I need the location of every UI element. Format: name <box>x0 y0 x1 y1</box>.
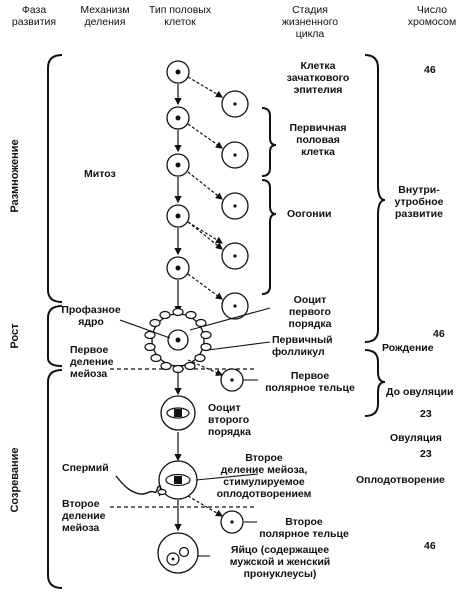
life-fertilization: Оплодотворение <box>356 474 445 486</box>
cell-egg <box>157 532 199 574</box>
bracket-oogonia <box>261 179 277 295</box>
stage-primary-germ-cell: Первичная половая клетка <box>289 122 347 158</box>
life-ovulation: Овуляция <box>390 432 442 444</box>
stage-primary-oocyte: Ооцит первого порядка <box>288 294 332 330</box>
bracket-before-ovulation <box>364 349 386 417</box>
life-before-ovulation: До овуляции <box>386 386 454 398</box>
bracket-intrauterine <box>364 54 386 343</box>
stage-germinal-epithelium: Клетка зачаткового эпителия <box>286 60 350 96</box>
bracket-growth <box>47 305 63 367</box>
bracket-primary-germ <box>261 107 277 177</box>
stage-second-polar-body: Второе полярное тельце <box>259 516 349 540</box>
life-intrauterine: Внутри- утробное развитие <box>394 184 444 220</box>
chromosome-count-4: 23 <box>420 448 432 460</box>
phase-maturation: Созревание <box>9 447 21 513</box>
header-chromosomes: Число хромосом <box>407 4 457 28</box>
mechanism-sperm: Спермий <box>62 462 109 474</box>
mechanism-second-meiosis: Второе деление мейоза <box>62 498 106 534</box>
chromosome-count-2: 46 <box>433 328 445 340</box>
header-mechanism: Механизм деления <box>80 4 130 28</box>
stage-secondary-oocyte: Ооцит второго порядка <box>208 402 251 438</box>
life-birth: Рождение <box>382 342 434 354</box>
phase-growth: Рост <box>9 323 21 349</box>
mechanism-prophase: Профазное ядро <box>61 304 121 328</box>
header-phase: Фаза развития <box>11 4 57 28</box>
stage-oogonia: Оогонии <box>287 208 332 220</box>
stage-second-meiosis: Второе деление мейоза, стимулируемое опл… <box>216 452 312 500</box>
mechanism-first-meiosis: Первое деление мейоза <box>70 344 114 380</box>
mechanism-mitosis: Митоз <box>84 168 116 180</box>
chromosome-count-5: 46 <box>424 540 436 552</box>
header-life-stage: Стадия жизненного цикла <box>281 4 339 40</box>
primary-follicle-graphic <box>144 307 212 374</box>
stage-egg: Яйцо (содержащее мужской и женский прону… <box>229 544 331 580</box>
sperm-graphic <box>115 475 162 497</box>
stage-first-polar-body: Первое полярное тельце <box>265 370 355 394</box>
stage-primary-follicle: Первичный фолликул <box>272 334 333 358</box>
bracket-maturation <box>47 369 63 589</box>
phase-reproduction: Размножение <box>9 139 21 213</box>
header-cell-type: Тип половых клеток <box>148 4 212 28</box>
bracket-reproduction <box>47 54 63 303</box>
chromosome-count-3: 23 <box>420 408 432 420</box>
chromosome-count-1: 46 <box>424 64 436 76</box>
